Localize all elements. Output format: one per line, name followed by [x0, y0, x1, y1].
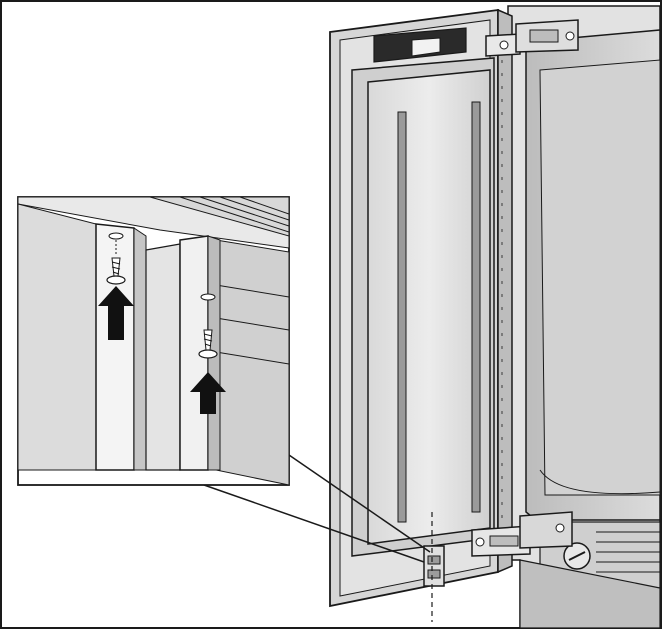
right-groove: [471, 101, 481, 513]
detail-inset: [17, 196, 290, 486]
callout-connectors: [203, 454, 431, 563]
bottom-door-bracket: [423, 545, 445, 587]
up-arrow-icon: [98, 286, 134, 340]
door-edge: [497, 8, 513, 574]
bottom-hinge: [471, 511, 573, 557]
appliance-cabinet: [507, 5, 661, 629]
screw-icon: [198, 300, 218, 359]
left-groove: [397, 111, 407, 523]
top-hinge: [485, 19, 579, 57]
up-arrow-icon: [190, 372, 226, 414]
door-assembly: [329, 8, 513, 622]
screw-icon: [106, 240, 126, 285]
